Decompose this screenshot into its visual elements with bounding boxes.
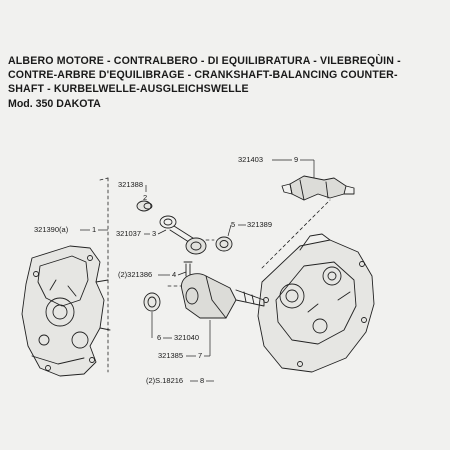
callout-321040: 6 321040 (151, 312, 199, 342)
title-line-3: SHAFT - KURBELWELLE-AUSGLEICHSWELLE (8, 83, 249, 96)
callout-321403: 321403 9 (238, 155, 315, 178)
left-crankcase-half (21, 245, 111, 377)
svg-text:321390(a): 321390(a) (34, 225, 69, 234)
thrust-washer (143, 292, 161, 312)
callout-S18216: (2)S.18216 8 (146, 376, 214, 385)
svg-text:3: 3 (152, 229, 156, 238)
svg-text:9: 9 (294, 155, 298, 164)
svg-text:4: 4 (172, 270, 176, 279)
callout-321390a: 321390(a) 1 (34, 225, 108, 234)
svg-text:7: 7 (198, 351, 202, 360)
svg-text:1: 1 (92, 225, 96, 234)
svg-text:321040: 321040 (174, 333, 199, 342)
callout-321388: 321388 2 (118, 180, 147, 202)
svg-text:321385: 321385 (158, 351, 183, 360)
model-label: Mod. 350 DAKOTA (8, 97, 101, 110)
svg-text:321403: 321403 (238, 155, 263, 164)
svg-text:321389: 321389 (247, 220, 272, 229)
svg-text:2: 2 (143, 193, 147, 202)
title-line-2: CONTRE-ARBRE D'EQUILIBRAGE - CRANKSHAFT-… (8, 69, 398, 82)
callout-321385: 321385 7 (158, 320, 211, 360)
callout-321389: 5 321389 (227, 220, 272, 237)
connecting-rod (159, 215, 207, 255)
crank-pin-bolt (183, 261, 193, 277)
crankshaft (181, 273, 265, 319)
balancing-countershaft (281, 175, 355, 201)
callout-321037: 321037 3 (116, 229, 167, 238)
svg-text:5: 5 (231, 220, 235, 229)
svg-text:(2)321386: (2)321386 (118, 270, 152, 279)
diagram-title: ALBERO MOTORE - CONTRALBERO - DI EQUILIB… (8, 54, 444, 111)
small-end-bush (136, 200, 153, 212)
big-end-bearing (215, 236, 233, 252)
title-line-1: ALBERO MOTORE - CONTRALBERO - DI EQUILIB… (8, 55, 401, 67)
svg-text:321388: 321388 (118, 180, 143, 189)
callout-321386: (2)321386 4 (118, 270, 187, 279)
svg-text:(2)S.18216: (2)S.18216 (146, 376, 183, 385)
svg-text:321037: 321037 (116, 229, 141, 238)
right-crankcase-half (257, 233, 375, 373)
svg-text:6: 6 (157, 333, 161, 342)
svg-text:8: 8 (200, 376, 204, 385)
